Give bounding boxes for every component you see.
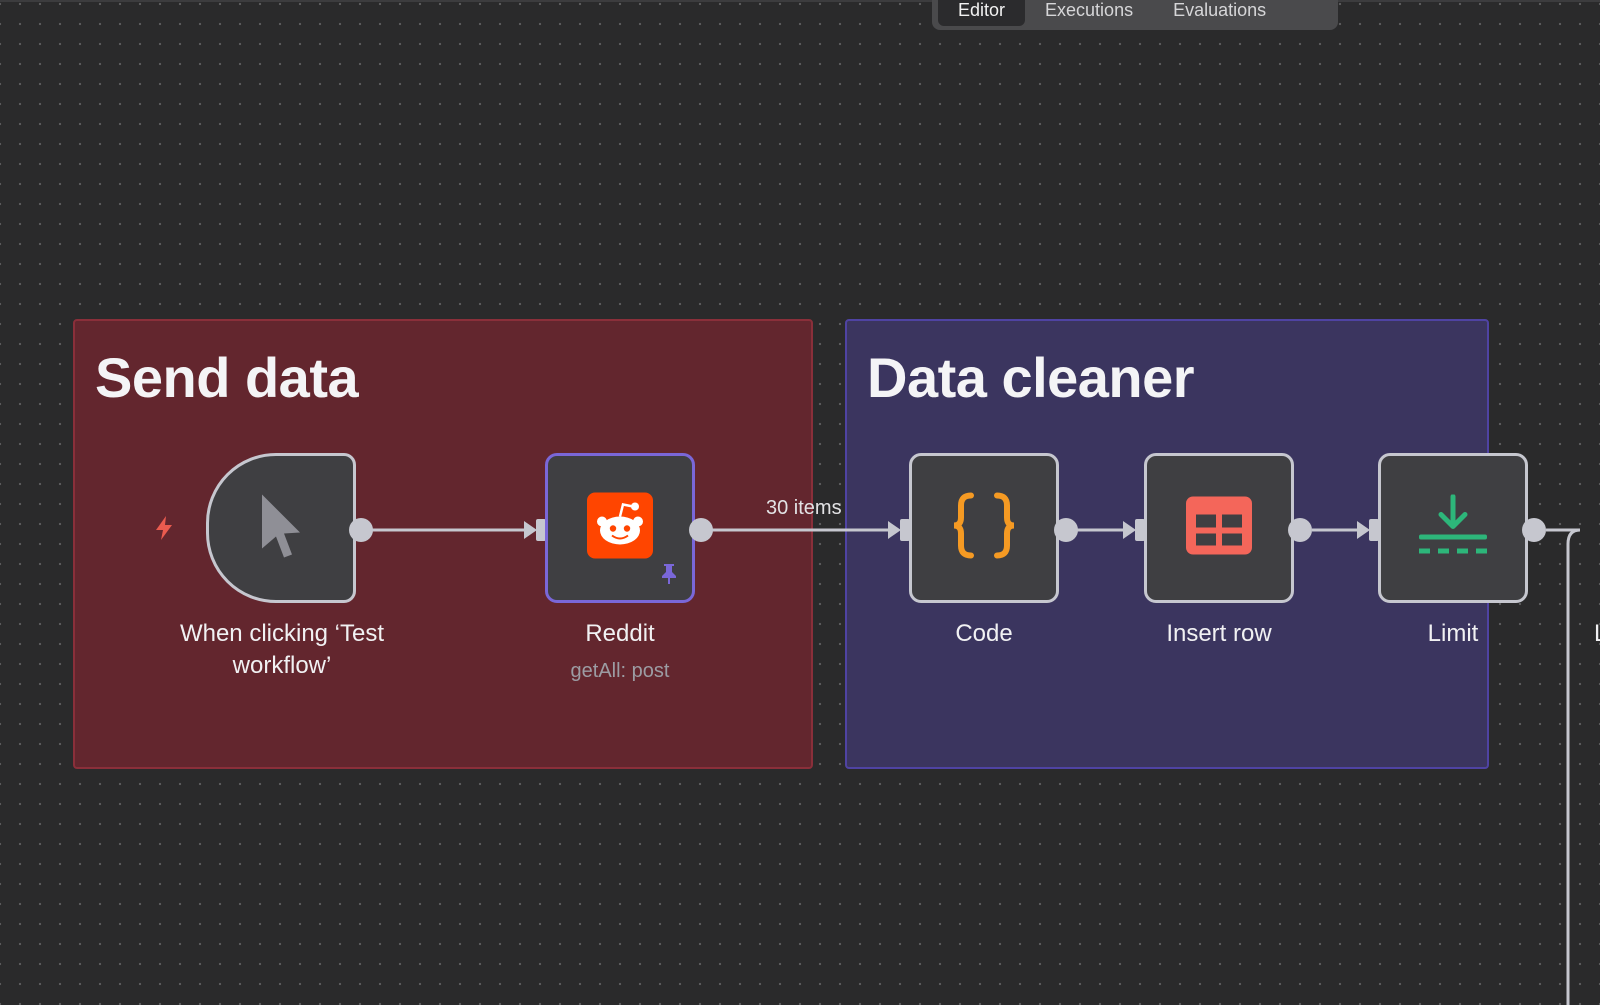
- arrow-head: [524, 521, 537, 539]
- tab-editor[interactable]: Editor: [938, 0, 1026, 26]
- tab-executions[interactable]: Executions: [1045, 0, 1134, 20]
- top-border: [0, 0, 1600, 2]
- output-handle[interactable]: [349, 518, 373, 542]
- table-icon: [1186, 496, 1252, 560]
- reddit-icon: [587, 492, 653, 564]
- sticky-title: Data cleaner: [867, 346, 1195, 409]
- pin-icon: [660, 563, 678, 590]
- input-handle[interactable]: [1135, 519, 1145, 541]
- curly-braces-icon: [951, 492, 1017, 565]
- node-subtitle: getAll: post: [570, 660, 670, 682]
- input-handle[interactable]: [536, 519, 546, 541]
- input-handle[interactable]: [900, 519, 910, 541]
- output-handle[interactable]: [1288, 518, 1312, 542]
- node-manual-trigger[interactable]: [206, 453, 356, 603]
- partial-node-label: L: [1594, 618, 1600, 650]
- node-label: Reddit: [585, 620, 655, 647]
- output-handle[interactable]: [1522, 518, 1546, 542]
- output-handle[interactable]: [689, 518, 713, 542]
- node-limit[interactable]: [1378, 453, 1528, 603]
- node-code[interactable]: [909, 453, 1059, 603]
- input-handle[interactable]: [1369, 519, 1379, 541]
- arrow-head: [1123, 521, 1136, 539]
- trigger-bolt-icon: [153, 515, 175, 546]
- limit-download-icon: [1419, 494, 1487, 562]
- node-insert-row[interactable]: [1144, 453, 1294, 603]
- item-count-label: 30 items: [766, 497, 842, 519]
- node-label: Limit: [1427, 620, 1479, 647]
- node-label: Code: [955, 620, 1013, 647]
- cursor-icon: [258, 493, 304, 564]
- sticky-title: Send data: [95, 346, 359, 409]
- tab-evaluations[interactable]: Evaluations: [1173, 0, 1267, 20]
- node-label: When clicking ‘Test workflow’: [179, 620, 385, 679]
- edge-limit-next: [1546, 528, 1581, 1005]
- output-handle[interactable]: [1054, 518, 1078, 542]
- node-label: Insert row: [1166, 620, 1272, 647]
- arrow-head: [888, 521, 901, 539]
- view-tab-bar: Editor Executions Evaluations: [932, 0, 1338, 30]
- arrow-head: [1357, 521, 1370, 539]
- node-reddit[interactable]: [545, 453, 695, 603]
